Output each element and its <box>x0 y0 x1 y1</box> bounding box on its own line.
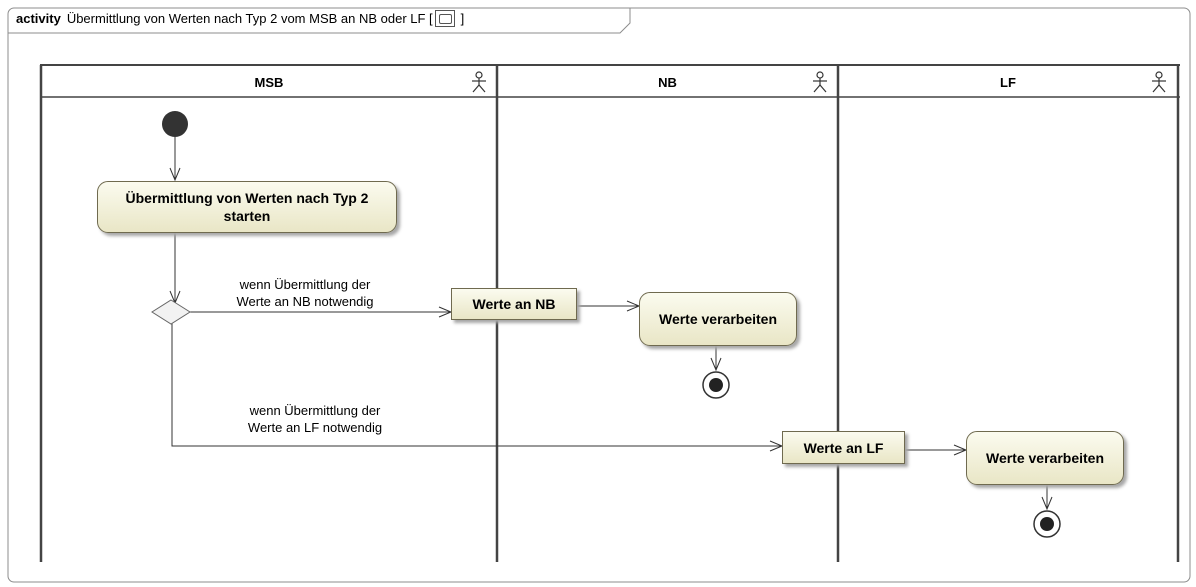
decision-node <box>151 299 191 325</box>
action-start-transfer[interactable]: Übermittlung von Werten nach Typ 2 start… <box>97 181 397 233</box>
action-process-values-nb-label: Werte verarbeiten <box>658 311 777 327</box>
action-process-values-lf-label: Werte verarbeiten <box>985 450 1104 466</box>
final-node-nb <box>702 371 730 399</box>
action-start-transfer-label: Übermittlung von Werten nach Typ 2 start… <box>125 190 369 224</box>
guard-to-nb: wenn Übermittlung der Werte an NB notwen… <box>236 277 374 309</box>
initial-node <box>162 111 188 137</box>
lane-header-lf: LF <box>1000 74 1016 90</box>
object-values-to-lf-label: Werte an LF <box>803 439 884 456</box>
guard-to-lf: wenn Übermittlung der Werte an LF notwen… <box>247 403 383 435</box>
activity-diagram-icon <box>434 10 455 27</box>
swimlane-grid <box>39 64 1180 562</box>
frame-tab-border <box>8 8 631 34</box>
object-values-to-lf[interactable]: Werte an LF <box>782 431 905 464</box>
actor-icon <box>813 71 827 93</box>
action-process-values-nb[interactable]: Werte verarbeiten <box>639 292 797 346</box>
frame-title-text: Übermittlung von Werten nach Typ 2 vom M… <box>66 11 433 26</box>
frame-title: activity Übermittlung von Werten nach Ty… <box>16 10 464 27</box>
object-values-to-nb[interactable]: Werte an NB <box>451 288 577 320</box>
object-values-to-nb-label: Werte an NB <box>472 296 556 312</box>
actor-icon <box>1152 71 1166 93</box>
frame-close-bracket: ] <box>460 11 465 26</box>
action-process-values-lf[interactable]: Werte verarbeiten <box>966 431 1124 485</box>
lane-header-msb: MSB <box>254 74 284 90</box>
final-node-lf <box>1033 510 1061 538</box>
actor-icon <box>472 71 486 93</box>
lane-header-nb: NB <box>658 74 677 90</box>
frame-keyword: activity <box>16 11 61 26</box>
control-flows <box>172 137 1047 509</box>
flow-decision-to-lf <box>171 322 782 446</box>
